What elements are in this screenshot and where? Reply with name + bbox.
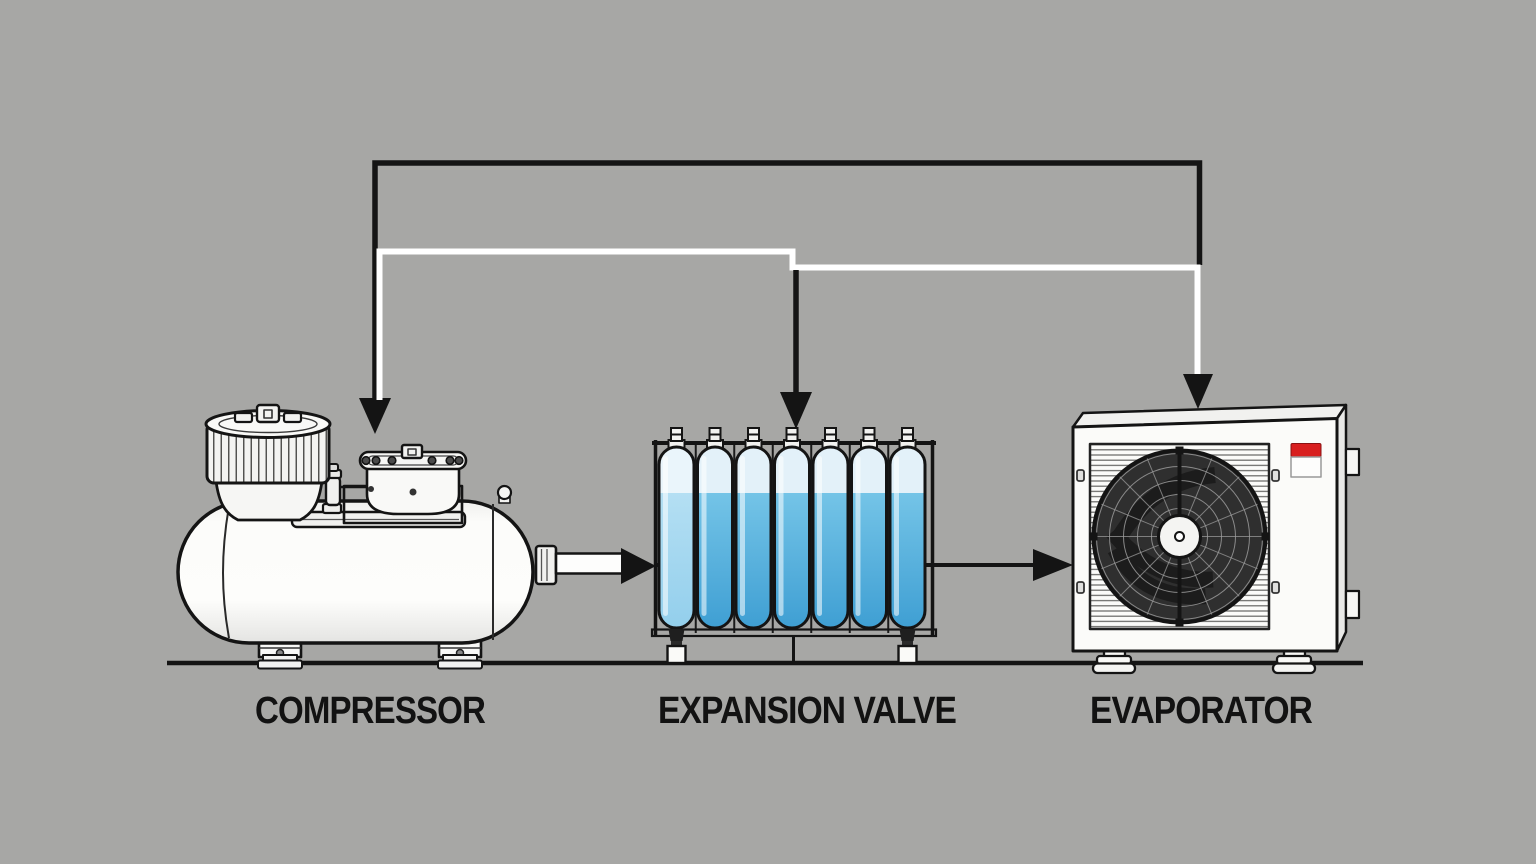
rack-tie-rods bbox=[694, 445, 890, 633]
cylinder-caps bbox=[667, 427, 917, 451]
arrow-down-evaporator-icon bbox=[1183, 374, 1213, 409]
fan-mount-clips bbox=[1089, 446, 1270, 627]
side-fittings bbox=[1344, 447, 1361, 620]
diagram-labels: COMPRESSOR EXPANSION VALVE EVAPORATOR bbox=[255, 690, 1313, 732]
tank-top-knob bbox=[496, 484, 513, 504]
refrigerant-cylinders bbox=[657, 445, 927, 630]
rack-foot-right bbox=[897, 629, 918, 665]
evaporator-illustration bbox=[1071, 403, 1361, 675]
badge-red-bar bbox=[1290, 443, 1322, 458]
expansion-valve-illustration bbox=[650, 427, 1073, 665]
pipe-white-supply-line bbox=[376, 248, 1213, 409]
arrow-down-expansion-icon bbox=[780, 392, 812, 429]
compressor-tank bbox=[176, 499, 535, 645]
cylinder-highlights bbox=[663, 456, 899, 616]
compressor-illustration bbox=[176, 403, 656, 670]
arrow-down-expansion-valve bbox=[780, 270, 812, 429]
arrow-right-to-evaporator-icon bbox=[1033, 549, 1073, 581]
cap-top-knob bbox=[255, 403, 281, 424]
compressor-cylinder-head bbox=[358, 443, 468, 516]
tank-seam-left bbox=[222, 505, 230, 639]
label-evaporator: EVAPORATOR bbox=[1090, 690, 1312, 732]
panel-screws bbox=[1076, 469, 1280, 594]
label-compressor: COMPRESSOR bbox=[255, 690, 485, 732]
pipe-black-return-line bbox=[359, 160, 1203, 434]
badge-label-box bbox=[1290, 456, 1322, 478]
rack-foot-left bbox=[666, 629, 687, 665]
brand-badge bbox=[1290, 443, 1322, 478]
outlet-pipe bbox=[534, 544, 656, 586]
arrow-down-compressor-icon bbox=[359, 398, 391, 434]
label-expansion-valve: EXPANSION VALVE bbox=[658, 690, 956, 732]
unloader-valve bbox=[321, 463, 366, 515]
arrow-right-to-expansion-icon bbox=[621, 548, 656, 584]
ribbed-filter-cap bbox=[204, 403, 332, 522]
rack-bottom-rail bbox=[650, 628, 938, 638]
fan bbox=[1089, 446, 1270, 627]
